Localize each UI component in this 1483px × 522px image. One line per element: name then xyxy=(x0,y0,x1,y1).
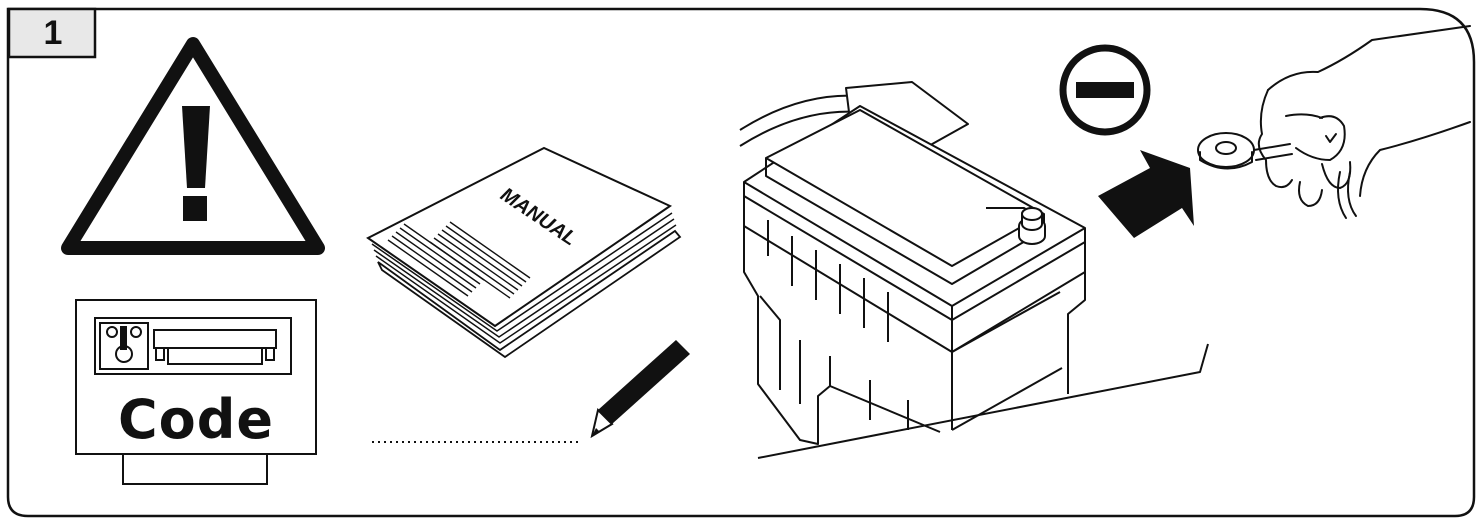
minus-terminal-icon xyxy=(1059,44,1151,136)
step-number: 1 xyxy=(43,13,63,52)
panel-frame xyxy=(6,7,1476,518)
pencil-icon xyxy=(590,340,690,439)
code-label: Code xyxy=(117,387,274,451)
arrow-right-icon xyxy=(1098,150,1194,238)
radio-code-card-icon xyxy=(75,299,317,485)
battery-icon xyxy=(739,81,1209,459)
warning-triangle-icon xyxy=(61,37,325,255)
hand-holding-clamp-icon xyxy=(1197,25,1471,219)
manual-book-icon: MANUAL xyxy=(366,146,682,359)
step-tab xyxy=(7,7,97,59)
